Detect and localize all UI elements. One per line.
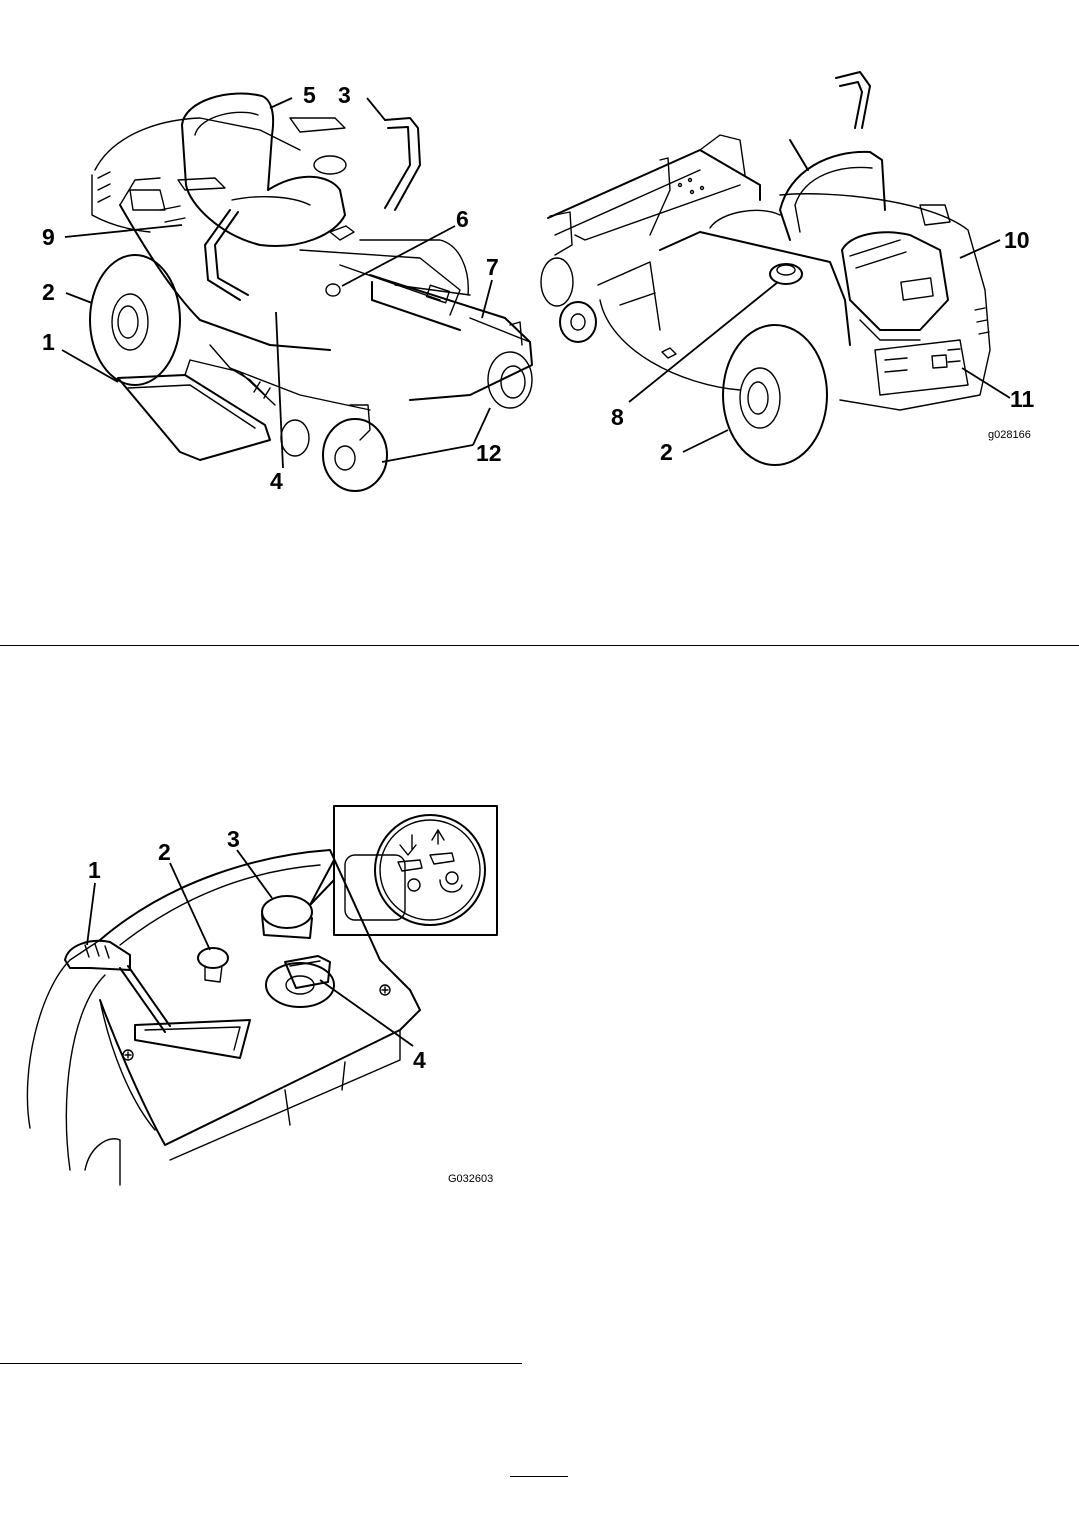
figure1-id: g028166 — [988, 429, 1031, 441]
section-divider — [0, 645, 1079, 646]
callout-8: 8 — [611, 404, 624, 430]
callout-1: 1 — [88, 857, 101, 883]
callout-1: 1 — [42, 329, 55, 355]
callout-3: 3 — [338, 82, 351, 108]
callout-4: 4 — [413, 1047, 426, 1073]
callout-2b: 2 — [660, 439, 673, 465]
page-footer-rule — [510, 1476, 568, 1477]
callout-6: 6 — [456, 206, 469, 232]
bottom-divider — [0, 1363, 522, 1364]
callout-9: 9 — [42, 224, 55, 250]
callout-4: 4 — [270, 468, 283, 494]
callout-10: 10 — [1004, 227, 1030, 253]
figure2-id: G032603 — [448, 1173, 493, 1185]
callout-7: 7 — [486, 254, 499, 280]
callout-2: 2 — [158, 839, 171, 865]
control-panel-drawing — [27, 806, 497, 1185]
callout-3: 3 — [227, 826, 240, 852]
callout-5: 5 — [303, 82, 316, 108]
callout-2: 2 — [42, 279, 55, 305]
mower-front-left-view — [62, 94, 532, 491]
mower-overview-figure: 9 2 1 5 3 6 7 12 4 10 11 8 2 g028166 — [0, 0, 1079, 520]
callout-12: 12 — [476, 440, 502, 466]
callout-11: 11 — [1010, 386, 1035, 412]
